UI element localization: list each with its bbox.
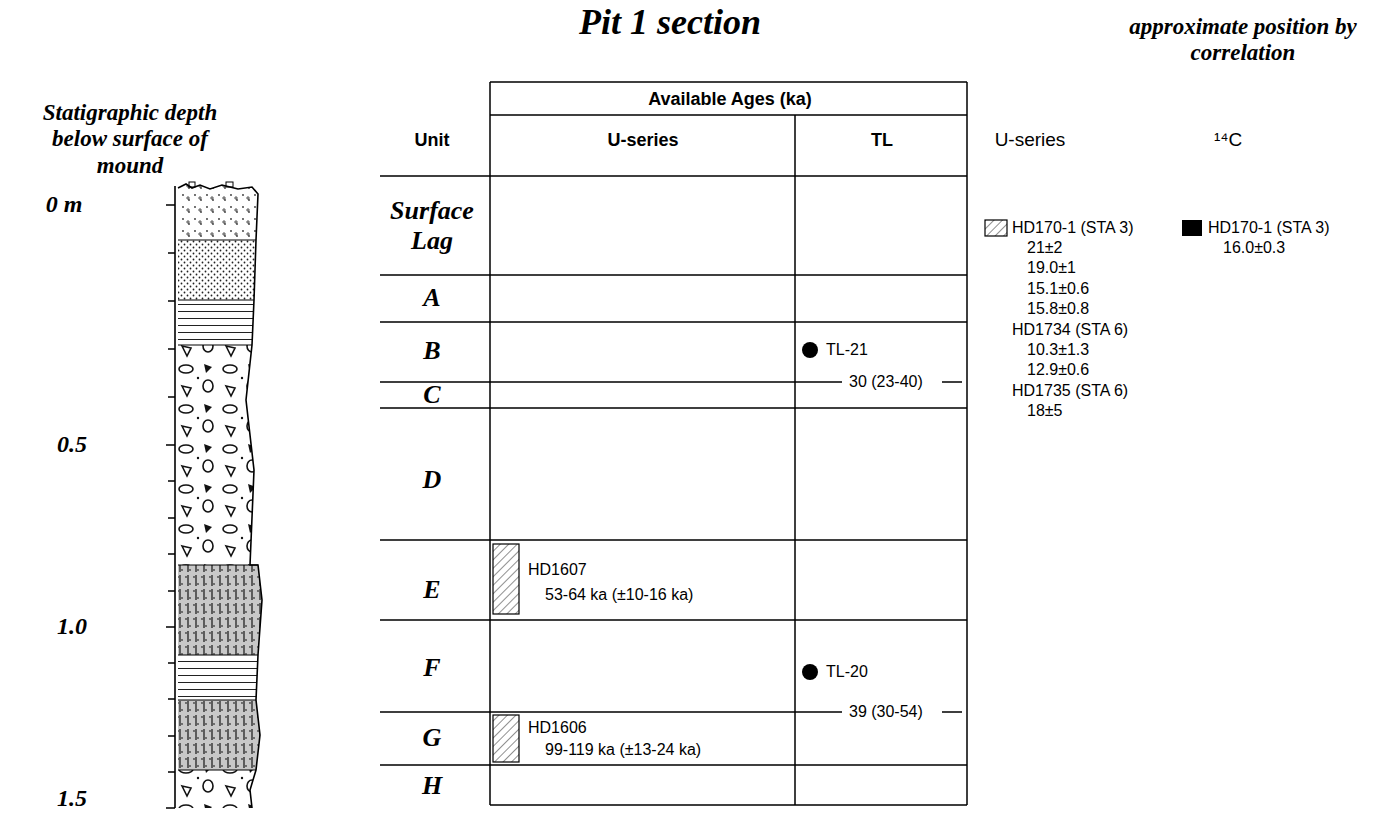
- age-value: 39 (30-54): [846, 703, 926, 721]
- depth-axis: [166, 186, 175, 808]
- unit-name: Surface Lag: [372, 196, 492, 256]
- strat-column: [178, 182, 262, 808]
- sample-id: HD170-1 (STA 3): [1012, 219, 1134, 237]
- unit-name: F: [423, 653, 440, 683]
- depth-label: 1.0: [57, 613, 87, 641]
- age-value: 99-119 ka (±13-24 ka): [545, 741, 701, 759]
- column-header: ¹⁴C: [1214, 129, 1242, 151]
- useries-marker: [985, 220, 1007, 236]
- sample-id: HD170-1 (STA 3): [1208, 219, 1330, 237]
- layer-b: [178, 240, 256, 300]
- layer-d: [178, 345, 254, 565]
- age-value: 16.0±0.3: [1223, 239, 1285, 257]
- radiocarbon-marker: [1182, 220, 1202, 236]
- layer-c: [178, 300, 254, 345]
- age-value: 15.8±0.8: [1027, 300, 1089, 318]
- unit-name: B: [423, 336, 440, 366]
- column-header: Unit: [415, 130, 450, 151]
- column-header: U-series: [995, 129, 1066, 151]
- useries-marker: [493, 544, 519, 614]
- section-heading: approximate position by correlation: [1128, 14, 1358, 67]
- layer-f: [178, 655, 258, 700]
- age-value: 19.0±1: [1027, 259, 1076, 277]
- age-table: [380, 82, 967, 805]
- layer-lag: [178, 184, 258, 240]
- layer-boundaries: [178, 240, 258, 770]
- sample-id: HD1606: [528, 719, 587, 737]
- table-rule: [490, 82, 967, 115]
- unit-name: H: [422, 771, 442, 801]
- age-value: 12.9±0.6: [1027, 361, 1089, 379]
- table-rule: [380, 176, 967, 805]
- age-value: 10.3±1.3: [1027, 341, 1089, 359]
- layer-h: [178, 770, 256, 808]
- depth-label: 0.5: [57, 431, 87, 459]
- age-value: 53-64 ka (±10-16 ka): [545, 586, 693, 604]
- sample-id: HD1735 (STA 6): [1012, 382, 1128, 400]
- age-value: 18±5: [1027, 402, 1062, 420]
- axis-ticks: [166, 205, 175, 808]
- column-header: TL: [871, 130, 893, 151]
- unit-name: E: [423, 575, 440, 605]
- tl-marker: [802, 342, 818, 358]
- diagram-title: Pit 1 section: [579, 2, 761, 43]
- depth-label: 0 m: [46, 191, 83, 219]
- sample-id: TL-20: [826, 663, 868, 681]
- depth-label: 1.5: [57, 785, 87, 813]
- sample-id: HD1734 (STA 6): [1012, 321, 1128, 339]
- unit-name: D: [423, 465, 442, 495]
- layer-e: [178, 565, 262, 655]
- sample-id: HD1607: [528, 561, 587, 579]
- column-header: U-series: [607, 130, 678, 151]
- table-column-line: [490, 82, 967, 805]
- age-value: 15.1±0.6: [1027, 280, 1089, 298]
- unit-name: G: [423, 723, 442, 753]
- age-value: 30 (23-40): [846, 373, 926, 391]
- axis-line: [174, 186, 176, 808]
- unit-name: A: [423, 283, 440, 313]
- unit-name: C: [423, 380, 440, 410]
- axis-title: Statigraphic depth below surface of moun…: [30, 100, 230, 179]
- table-header: Available Ages (ka): [648, 89, 812, 110]
- layer-g: [178, 700, 260, 770]
- age-value: 21±2: [1027, 239, 1062, 257]
- sample-id: TL-21: [826, 341, 868, 359]
- useries-marker: [493, 715, 519, 762]
- column-outline: [178, 184, 262, 808]
- tl-marker: [802, 664, 818, 680]
